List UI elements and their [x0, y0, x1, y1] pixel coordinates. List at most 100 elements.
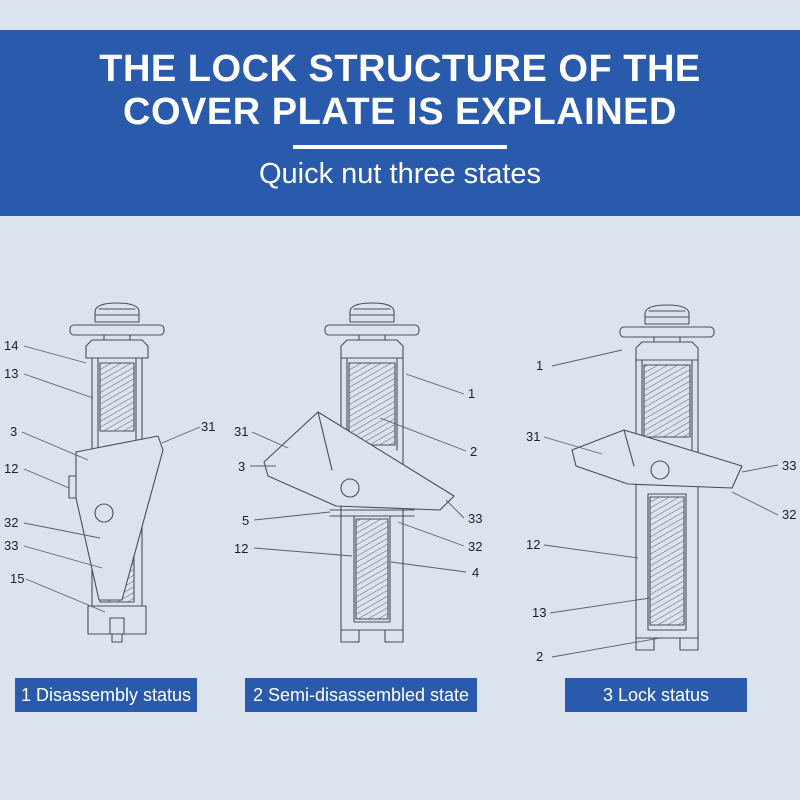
leader-12	[253, 547, 353, 557]
caption-disassembly-status: 1 Disassembly status	[15, 678, 197, 712]
leader-5	[253, 511, 331, 521]
leader-31	[251, 431, 289, 449]
callout-31: 31	[234, 424, 248, 439]
screw-head	[94, 302, 140, 323]
leader-2	[379, 417, 467, 452]
callout-12: 12	[526, 537, 540, 552]
cam-hole	[340, 478, 360, 498]
leader-15	[25, 578, 106, 613]
caption-lock-status: 3 Lock status	[565, 678, 747, 712]
bolt-assembly-2	[263, 302, 455, 643]
screw-shank	[653, 336, 681, 343]
leader-14	[23, 345, 87, 364]
leader-31	[543, 436, 603, 455]
body-walls	[635, 359, 699, 639]
cam-plate	[75, 435, 164, 601]
leader-lines-2	[250, 373, 467, 573]
leader-3	[21, 431, 89, 461]
diagram-semi-disassembled: 31 3 5 12 1 2 33 32 4	[234, 302, 482, 643]
callout-2: 2	[536, 649, 543, 664]
thread-upper	[348, 362, 396, 446]
title-divider	[293, 145, 507, 150]
leader-12	[543, 544, 639, 559]
screw-slot	[350, 308, 394, 316]
callout-3: 3	[238, 459, 245, 474]
callout-4: 4	[472, 565, 479, 580]
callout-15: 15	[10, 571, 24, 586]
callout-31: 31	[201, 419, 215, 434]
leader-33	[445, 499, 465, 519]
washer	[619, 326, 715, 338]
callout-1: 1	[468, 386, 475, 401]
leader-lines-3	[543, 349, 779, 658]
callout-32: 32	[468, 539, 482, 554]
screw-shank	[103, 334, 131, 341]
stud-walls	[647, 493, 687, 631]
callout-13: 13	[4, 366, 18, 381]
diagram-disassembly: 14 13 3 12 32 33 15 31	[4, 302, 215, 643]
screw-slot	[95, 308, 139, 316]
leader-31	[161, 426, 201, 444]
screw-head	[349, 302, 395, 323]
callout-33: 33	[468, 511, 482, 526]
thread-stud	[649, 496, 685, 626]
callout-2: 2	[470, 444, 477, 459]
leader-13	[23, 373, 94, 399]
caption-semi-disassembled-state: 2 Semi-disassembled state	[245, 678, 477, 712]
screw-slot	[645, 310, 689, 318]
cam-hole	[94, 503, 114, 523]
callout-32: 32	[4, 515, 18, 530]
leader-33	[741, 464, 779, 473]
washer	[324, 324, 420, 336]
leader-2	[551, 637, 661, 658]
callout-3: 3	[10, 424, 17, 439]
leader-4	[390, 561, 467, 573]
collar	[340, 339, 404, 359]
title-line2: COVER PLATE IS EXPLAINED	[123, 90, 677, 133]
leader-32	[731, 491, 779, 516]
callout-1: 1	[536, 358, 543, 373]
callout-33: 33	[4, 538, 18, 553]
callouts-1: 14 13 3 12 32 33 15 31	[4, 338, 215, 586]
leader-1	[405, 373, 465, 395]
washer	[69, 324, 165, 336]
title-line1: THE LOCK STRUCTURE OF THE	[99, 48, 701, 90]
collar	[85, 339, 149, 359]
base-foot	[87, 605, 147, 643]
bolt-assembly-3	[571, 304, 743, 651]
screw-shank	[358, 334, 386, 341]
cam-tab	[68, 475, 77, 499]
leader-32	[23, 522, 101, 539]
callout-13: 13	[532, 605, 546, 620]
leader-lines-1	[21, 345, 201, 613]
callout-12: 12	[4, 461, 18, 476]
leader-13	[549, 597, 651, 614]
diagram-lock: 1 31 12 13 2 33 32	[526, 304, 796, 664]
stud-walls	[353, 515, 391, 623]
thread-stud	[355, 518, 389, 620]
base-foot	[340, 629, 404, 643]
screw-head	[644, 304, 690, 325]
thread-upper	[643, 364, 691, 438]
callout-33: 33	[782, 458, 796, 473]
leader-1	[551, 349, 623, 367]
callouts-3: 1 31 12 13 2 33 32	[526, 358, 796, 664]
cam-fold-line	[317, 411, 333, 471]
callouts-2: 31 3 5 12 1 2 33 32 4	[234, 386, 482, 580]
callout-31: 31	[526, 429, 540, 444]
collar	[635, 341, 699, 361]
cam-hole	[650, 460, 670, 480]
pressure-washer	[329, 509, 415, 517]
cam-fold-line	[623, 429, 635, 467]
banner-subtitle: Quick nut three states	[258, 158, 542, 191]
leader-33	[23, 545, 103, 569]
thread-upper	[99, 362, 135, 432]
leader-32	[397, 521, 465, 547]
bolt-assembly-1	[68, 302, 165, 643]
callout-32: 32	[782, 507, 796, 522]
callout-5: 5	[242, 513, 249, 528]
callout-12: 12	[234, 541, 248, 556]
